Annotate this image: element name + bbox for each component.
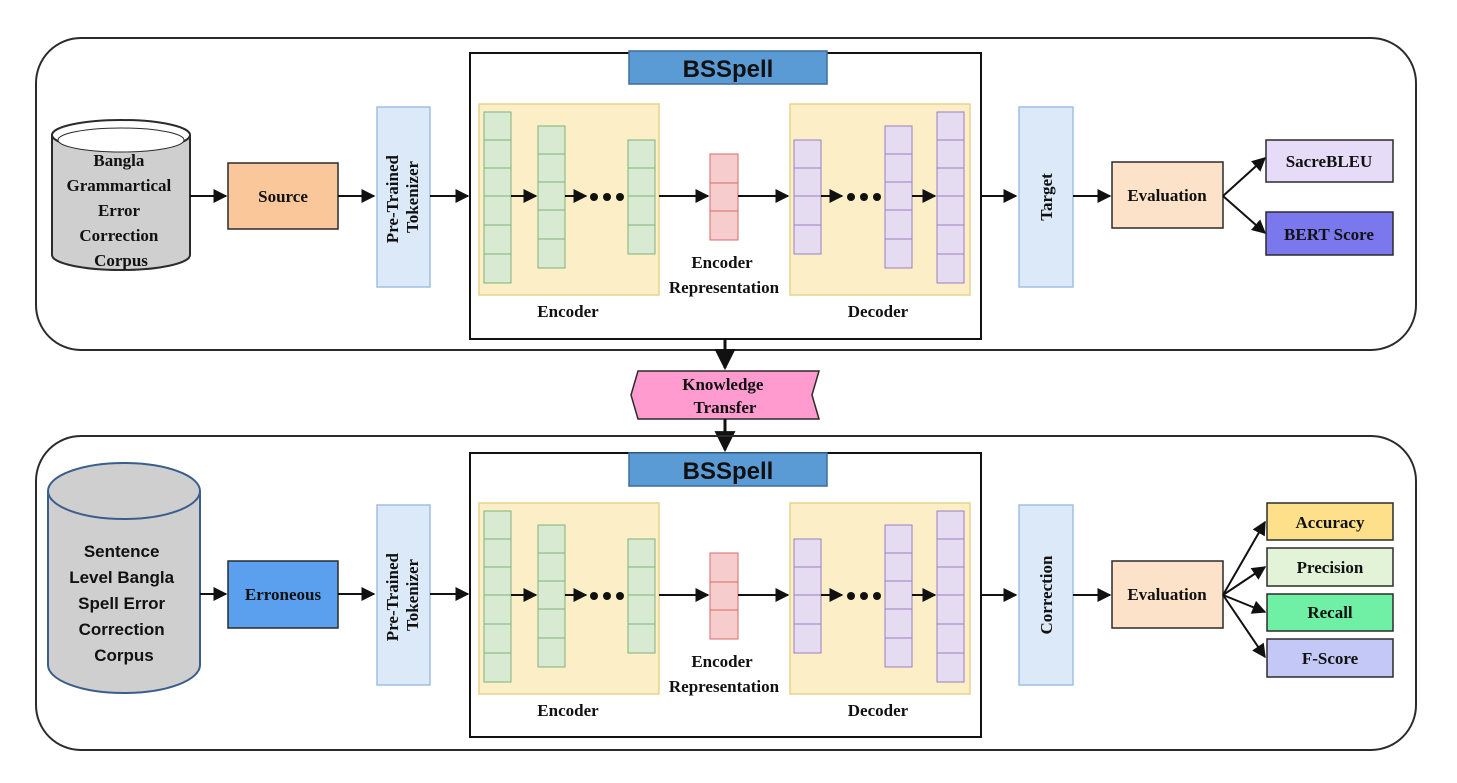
- bottom-corpus-line-3: Spell Error: [78, 594, 165, 613]
- metric-precision-box: [1266, 547, 1394, 587]
- metric-sacrebleu-box: [1265, 139, 1394, 183]
- top-decoder-column-1: [793, 139, 822, 255]
- bottom-pipeline-frame: [35, 435, 1417, 751]
- top-tokenizer-box: [376, 106, 431, 288]
- target-box: [1018, 106, 1074, 288]
- correction-label: Correction: [1037, 555, 1056, 635]
- metric-accuracy-label: Accuracy: [1296, 513, 1365, 532]
- svg-text:Pre-Trained Tokenizer: Pre-Trained Tokenizer: [383, 151, 422, 243]
- top-decoder-column-2: [884, 125, 913, 269]
- top-corpus-line-5: Corpus: [94, 251, 148, 270]
- top-repr-line-1: Encoder: [691, 253, 753, 272]
- bottom-evaluation-label: Evaluation: [1127, 585, 1207, 604]
- top-repr-line-2: Representation: [669, 278, 780, 297]
- bottom-tokenizer-line-2: Tokenizer: [403, 559, 422, 632]
- knowledge-transfer-shape: [630, 370, 820, 420]
- top-evaluation-box: [1111, 161, 1224, 229]
- source-label: Source: [258, 187, 308, 206]
- top-model-title-box: [628, 50, 828, 85]
- metric-sacrebleu-label: SacreBLEU: [1286, 152, 1373, 171]
- knowledge-transfer-line-2: Transfer: [694, 398, 757, 417]
- bottom-tokenizer-line-1: Pre-Trained: [383, 553, 402, 642]
- top-encoder-label: Encoder: [537, 302, 599, 321]
- svg-text:Encoder Representation: Encoder Representation: [669, 253, 780, 297]
- knowledge-transfer-line-1: Knowledge: [682, 375, 764, 394]
- bottom-encoder-label: Encoder: [537, 701, 599, 720]
- bottom-corpus-line-2: Level Bangla: [69, 568, 174, 587]
- bottom-pipeline: Sentence Level Bangla Spell Error Correc…: [35, 435, 1417, 751]
- svg-text:Sentence Level Bangla: Sentence Level Bangla Spell Error Correc…: [69, 542, 179, 665]
- correction-box: [1018, 504, 1074, 686]
- arrow-eval-to-recall: [1222, 594, 1267, 614]
- bottom-encoder-ellipsis: [590, 592, 624, 600]
- top-corpus-cylinder: Bangla Grammartical Error Correction Cor…: [51, 119, 191, 271]
- top-corpus-line-1: Bangla: [93, 151, 145, 170]
- bottom-representation-vector: [709, 552, 739, 640]
- bottom-decoder-column-3: [936, 510, 965, 683]
- svg-text:Encoder Representation: Encoder Representation: [669, 652, 780, 696]
- erroneous-label: Erroneous: [245, 585, 322, 604]
- metric-recall-box: [1266, 593, 1394, 632]
- top-model-title: BSSpell: [683, 56, 774, 83]
- metric-recall-label: Recall: [1307, 603, 1353, 622]
- metric-accuracy-box: [1266, 502, 1394, 541]
- bottom-decoder-column-1: [793, 538, 822, 654]
- arrow-eval-to-fscore: [1222, 594, 1266, 659]
- top-evaluation-label: Evaluation: [1127, 186, 1207, 205]
- arrow-eval-to-accuracy: [1222, 520, 1266, 596]
- top-tokenizer-line-2: Tokenizer: [403, 161, 422, 234]
- arrow-eval-to-sacrebleu: [1222, 157, 1267, 197]
- top-decoder-ellipsis: [847, 193, 881, 201]
- bottom-corpus-line-5: Corpus: [94, 646, 154, 665]
- arrow-eval-to-precision: [1222, 566, 1267, 596]
- top-pipeline: Bangla Grammartical Error Correction Cor…: [35, 37, 1417, 351]
- top-decoder-label: Decoder: [848, 302, 909, 321]
- svg-text:Knowledge Transfer: Knowledge Transfer: [682, 375, 767, 417]
- metric-fscore-box: [1266, 638, 1394, 678]
- metric-fscore-label: F-Score: [1302, 649, 1359, 668]
- top-representation-vector: [709, 153, 739, 241]
- top-decoder-column-3: [936, 111, 965, 284]
- bottom-corpus-cylinder: Sentence Level Bangla Spell Error Correc…: [47, 462, 201, 694]
- metric-bertscore-box: [1265, 211, 1394, 256]
- bottom-repr-line-1: Encoder: [691, 652, 753, 671]
- bottom-decoder-ellipsis: [847, 592, 881, 600]
- knowledge-transfer: Knowledge Transfer: [630, 339, 820, 453]
- bottom-evaluation-box: [1111, 560, 1224, 629]
- top-encoder-column-1: [483, 111, 512, 284]
- top-corpus-line-2: Grammartical: [66, 176, 171, 195]
- bottom-encoder-column-3: [627, 538, 656, 654]
- svg-text:Bangla Grammartical: Bangla Grammartical Error Correction Cor…: [66, 151, 175, 270]
- erroneous-box: [227, 560, 339, 629]
- bottom-tokenizer-box: [376, 504, 431, 686]
- top-corpus-line-4: Correction: [79, 226, 159, 245]
- top-corpus-line-3: Error: [98, 201, 141, 220]
- top-tokenizer-line-1: Pre-Trained: [383, 155, 402, 244]
- target-label: Target: [1037, 173, 1056, 221]
- source-box: [227, 162, 339, 230]
- top-encoder-column-2: [537, 125, 566, 269]
- bottom-model-title-box: [628, 452, 828, 487]
- bottom-encoder-column-2: [537, 524, 566, 668]
- svg-text:Pre-Trained Tokenizer: Pre-Trained Tokenizer: [383, 549, 422, 641]
- metric-precision-label: Precision: [1297, 558, 1364, 577]
- arrow-eval-to-bertscore: [1222, 195, 1267, 234]
- bottom-repr-line-2: Representation: [669, 677, 780, 696]
- bottom-corpus-line-4: Correction: [79, 620, 165, 639]
- metric-bertscore-label: BERT Score: [1284, 225, 1374, 244]
- bottom-encoder-column-1: [483, 510, 512, 683]
- bottom-decoder-column-2: [884, 524, 913, 668]
- bottom-model-title: BSSpell: [683, 458, 774, 485]
- bottom-decoder-label: Decoder: [848, 701, 909, 720]
- top-encoder-ellipsis: [590, 193, 624, 201]
- bottom-corpus-line-1: Sentence: [84, 542, 160, 561]
- top-encoder-column-3: [627, 139, 656, 255]
